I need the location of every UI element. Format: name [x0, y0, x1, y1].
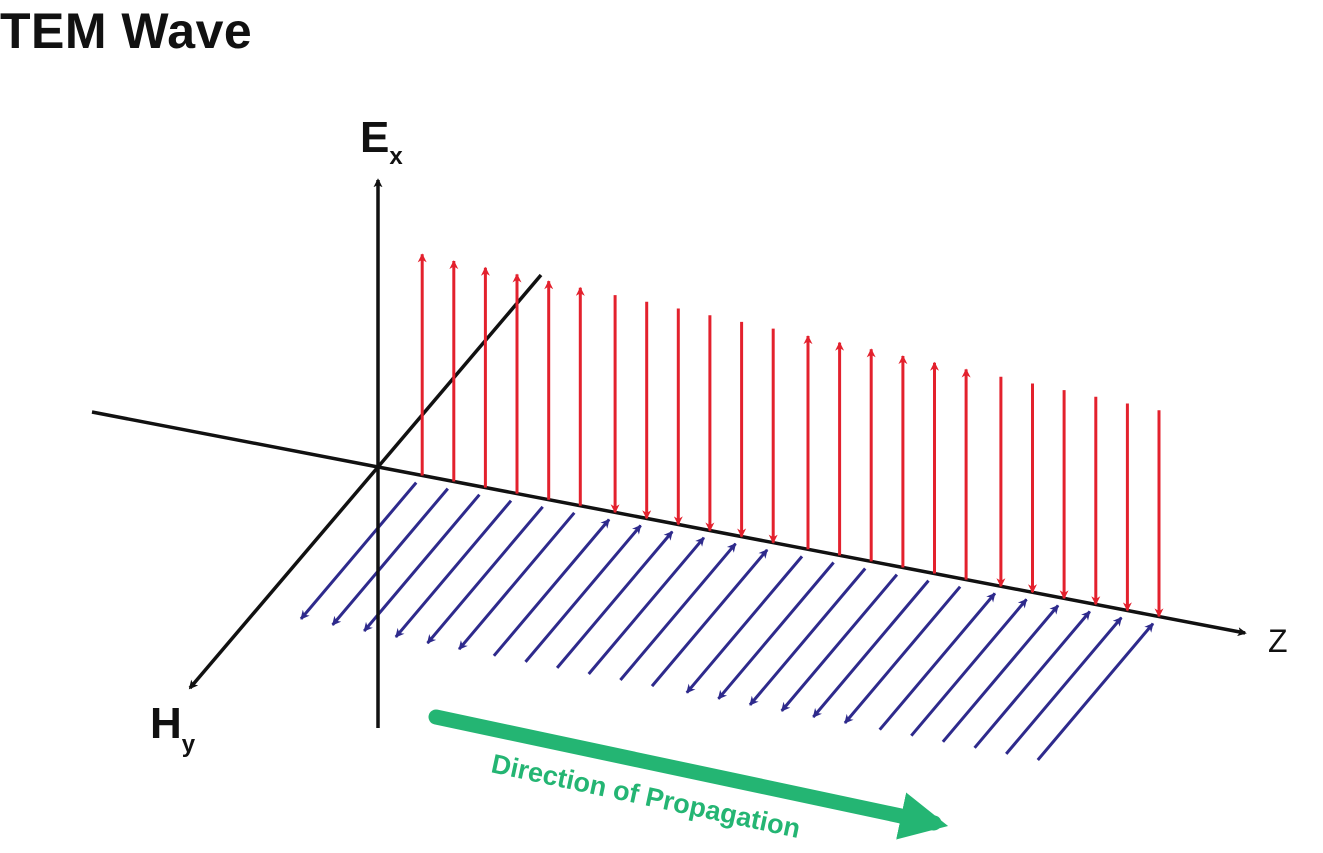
h-field-vector [524, 524, 642, 663]
h-axis-label: Hy [150, 699, 196, 758]
h-field-vector [587, 536, 706, 675]
h-axis-label-main: H [150, 699, 182, 748]
h-axis [188, 465, 380, 690]
h-field-vector [878, 592, 997, 731]
z-axis-back [91, 410, 379, 469]
h-field-vector [973, 610, 1091, 749]
h-field-vector [1005, 616, 1123, 755]
h-field-vector [457, 511, 576, 651]
h-field-vector [426, 505, 544, 645]
h-field-vector [941, 604, 1060, 743]
e-axis-label-subscript: x [389, 143, 403, 170]
h-field-vector [748, 567, 867, 706]
h-field-vector [780, 573, 899, 712]
electric-field-vectors [417, 253, 1164, 618]
z-axis [377, 465, 1247, 637]
h-field-vector [299, 481, 418, 620]
e-axis-label: Ex [360, 113, 403, 170]
h-field-vector [910, 598, 1028, 737]
h-field-vector [717, 561, 835, 700]
h-field-vector [363, 493, 481, 632]
h-field-vector [331, 487, 449, 626]
h-field-vector [843, 585, 962, 724]
h-field-vector [555, 530, 674, 669]
e-axis-label-main: E [360, 113, 389, 162]
z-axis-label: Z [1268, 623, 1288, 659]
page-title: TEM Wave [0, 3, 253, 59]
magnetic-field-vectors [299, 481, 1155, 761]
h-field-vector [1036, 622, 1155, 761]
h-field-vector [492, 518, 611, 657]
h-field-vector [685, 555, 804, 694]
h-field-vector [650, 548, 769, 688]
h-field-vector [812, 579, 930, 718]
direction-of-propagation-arrow [428, 709, 949, 840]
axes [91, 178, 1247, 728]
h-axis-back [376, 273, 543, 469]
h-axis-label-subscript: y [182, 731, 196, 758]
h-field-vector [619, 542, 737, 681]
h-field-vector [394, 499, 513, 638]
